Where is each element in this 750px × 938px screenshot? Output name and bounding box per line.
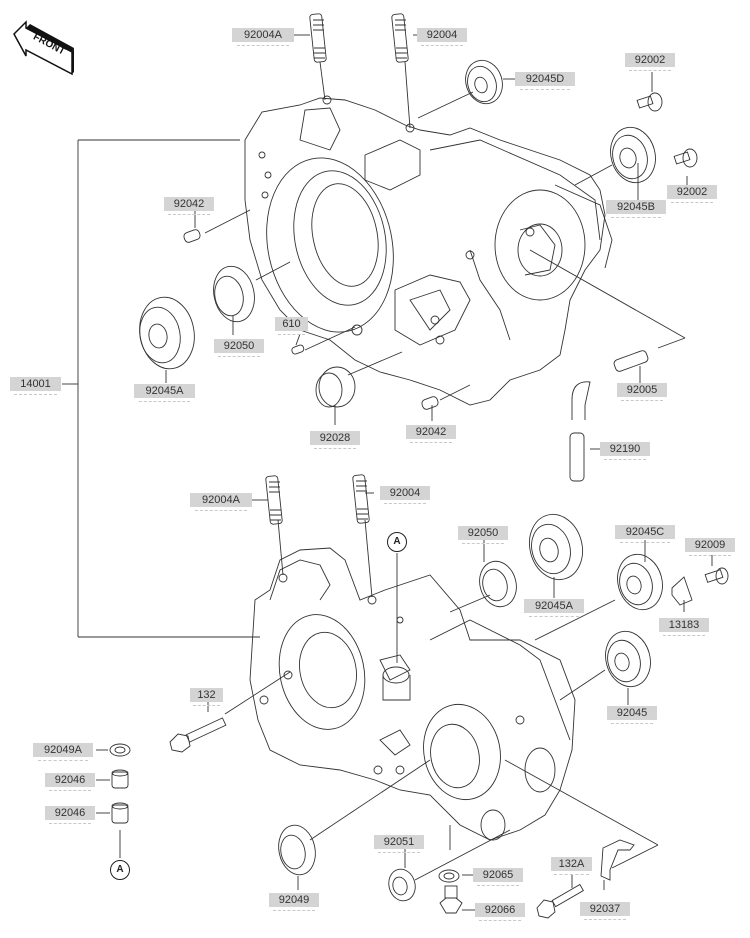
bearing-92045B <box>610 126 656 184</box>
lower-crankcase-half <box>249 547 576 841</box>
stud-92004-top <box>391 13 409 63</box>
part-label-92005[interactable]: 92005 <box>617 383 667 401</box>
part-label-14001[interactable]: 14001 <box>10 377 61 395</box>
gasket-92065 <box>438 869 460 883</box>
hose-92190 <box>569 381 591 482</box>
part-label-132A[interactable]: 132A <box>551 857 592 875</box>
part-label-92004A-top[interactable]: 92004A <box>232 28 294 46</box>
clamp-92037 <box>600 839 635 881</box>
part-label-92049[interactable]: 92049 <box>269 893 319 911</box>
oil-seal-92050-bottom <box>479 560 517 608</box>
part-label-132[interactable]: 132 <box>190 688 223 706</box>
plug-92066 <box>439 885 463 914</box>
part-label-92045A-bottom[interactable]: 92045A <box>524 599 584 617</box>
stud-92004A-top <box>309 13 327 63</box>
plate-13183 <box>671 576 693 606</box>
part-label-92045A-top[interactable]: 92045A <box>134 384 195 402</box>
part-label-92002-b[interactable]: 92002 <box>667 185 717 203</box>
part-label-92046-a[interactable]: 92046 <box>45 773 95 791</box>
oil-seal-92050-top <box>213 265 255 323</box>
stud-92004-bottom <box>352 474 370 524</box>
part-label-13183[interactable]: 13183 <box>659 618 709 636</box>
part-label-610[interactable]: 610 <box>275 317 308 335</box>
part-label-92045C[interactable]: 92045C <box>615 525 675 543</box>
part-label-92050-bottom[interactable]: 92050 <box>458 526 508 544</box>
bolt-132 <box>169 717 227 753</box>
part-label-92045D[interactable]: 92045D <box>515 72 575 90</box>
front-direction-arrow: FRONT <box>13 20 74 76</box>
bearing-92045D <box>465 59 503 105</box>
part-label-92066[interactable]: 92066 <box>475 903 525 921</box>
part-label-92050-top[interactable]: 92050 <box>214 339 264 357</box>
part-label-92190[interactable]: 92190 <box>600 442 650 460</box>
collar-92046-b <box>111 802 129 824</box>
part-label-92046-b[interactable]: 92046 <box>45 806 95 824</box>
part-label-92049A[interactable]: 92049A <box>33 743 93 761</box>
part-label-92065[interactable]: 92065 <box>473 868 523 886</box>
collar-92046-a <box>111 769 129 789</box>
part-label-92037[interactable]: 92037 <box>580 902 630 920</box>
part-label-92042-bottom[interactable]: 92042 <box>406 425 456 443</box>
dowel-92042-bottom <box>421 396 439 410</box>
washer-92049A <box>109 743 131 757</box>
part-label-92004-top[interactable]: 92004 <box>417 28 467 46</box>
stud-92004A-bottom <box>265 475 283 525</box>
pin-610 <box>291 344 305 355</box>
bolt-92002-a <box>636 92 663 112</box>
bushing-92028 <box>315 366 356 408</box>
part-label-92045B[interactable]: 92045B <box>606 200 666 218</box>
fitting-92005 <box>613 350 649 372</box>
bearing-92045A-bottom <box>529 513 583 581</box>
part-label-92028[interactable]: 92028 <box>310 431 360 449</box>
part-label-92009[interactable]: 92009 <box>685 538 735 556</box>
part-label-92004A-bottom[interactable]: 92004A <box>190 493 252 511</box>
reference-marker-a-crankcase: A <box>387 532 407 552</box>
leader-lines-top <box>62 34 688 638</box>
leader-lines-bottom <box>96 492 713 911</box>
oil-seal-92051 <box>388 868 416 902</box>
part-label-92004-bottom[interactable]: 92004 <box>380 486 430 504</box>
bearing-92045A-top <box>139 296 195 370</box>
part-label-92042-left[interactable]: 92042 <box>164 197 214 215</box>
bearing-92045C <box>617 553 663 611</box>
bearing-92045 <box>605 630 651 688</box>
dowel-92042-left <box>183 229 201 243</box>
bolt-92002-b <box>673 148 698 168</box>
oil-seal-92049 <box>278 824 316 876</box>
part-label-92045[interactable]: 92045 <box>607 706 657 724</box>
part-label-92002-a[interactable]: 92002 <box>625 53 675 71</box>
upper-crankcase-half <box>244 95 613 406</box>
bolt-132A <box>536 883 584 919</box>
part-label-92051[interactable]: 92051 <box>374 835 424 853</box>
bolt-92009 <box>704 567 729 585</box>
reference-marker-a-collar: A <box>110 860 130 880</box>
